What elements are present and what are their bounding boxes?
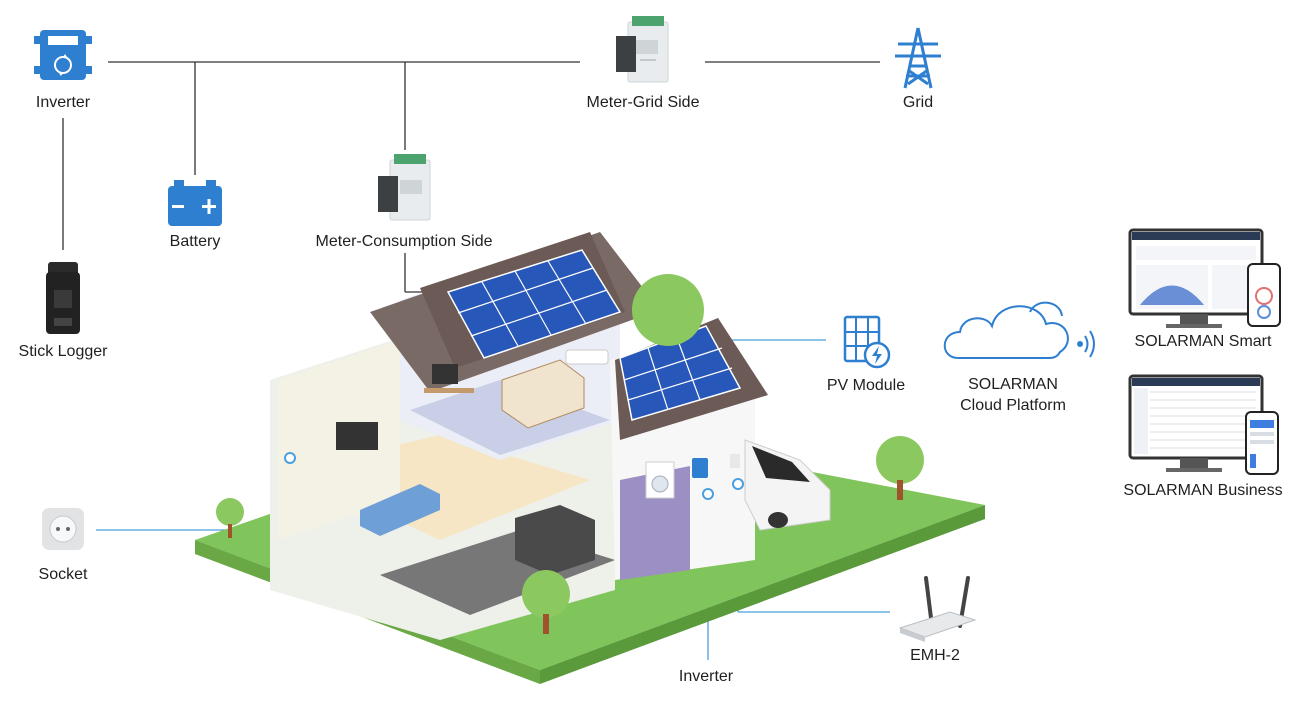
label-meter-consumption-side: Meter-Consumption Side: [315, 233, 493, 250]
stick-logger-icon: [46, 262, 80, 334]
label-grid: Grid: [902, 94, 934, 111]
label-inverter-top: Inverter: [35, 94, 91, 111]
label-cloud-line2: Cloud Platform: [960, 397, 1066, 414]
meter-icon: [616, 16, 669, 83]
tree: [216, 498, 244, 538]
label-solarman-business: SOLARMAN Business: [1123, 482, 1283, 499]
battery-icon: [168, 180, 222, 226]
label-inverter-bottom: Inverter: [678, 668, 734, 685]
house-illustration: [195, 232, 985, 684]
transmission-tower-icon: [895, 27, 941, 89]
label-stick-logger: Stick Logger: [18, 343, 108, 360]
label-solarman-smart: SOLARMAN Smart: [1134, 333, 1272, 350]
tree: [876, 436, 924, 500]
router-icon: [898, 576, 977, 642]
label-emh-2: EMH-2: [910, 647, 960, 664]
label-socket: Socket: [38, 566, 88, 583]
wifi-signal-icon: [1077, 330, 1095, 358]
wiring-dark: [62, 61, 880, 293]
solar-panel-array: [446, 249, 622, 359]
tree: [632, 274, 704, 346]
label-meter-grid-side: Meter-Grid Side: [586, 94, 700, 111]
label-cloud-line1: SOLARMAN: [968, 376, 1058, 393]
label-battery: Battery: [169, 233, 221, 250]
cloud-icon: [943, 301, 1069, 359]
label-pv-module: PV Module: [826, 377, 906, 394]
solarman-smart-device-icon: [1128, 228, 1281, 328]
inverter-icon: [34, 30, 92, 80]
tree: [522, 570, 570, 634]
meter-icon: [378, 154, 431, 221]
pv-module-icon: [843, 315, 891, 369]
socket-icon: [42, 508, 84, 550]
solarman-business-device-icon: [1128, 374, 1279, 475]
